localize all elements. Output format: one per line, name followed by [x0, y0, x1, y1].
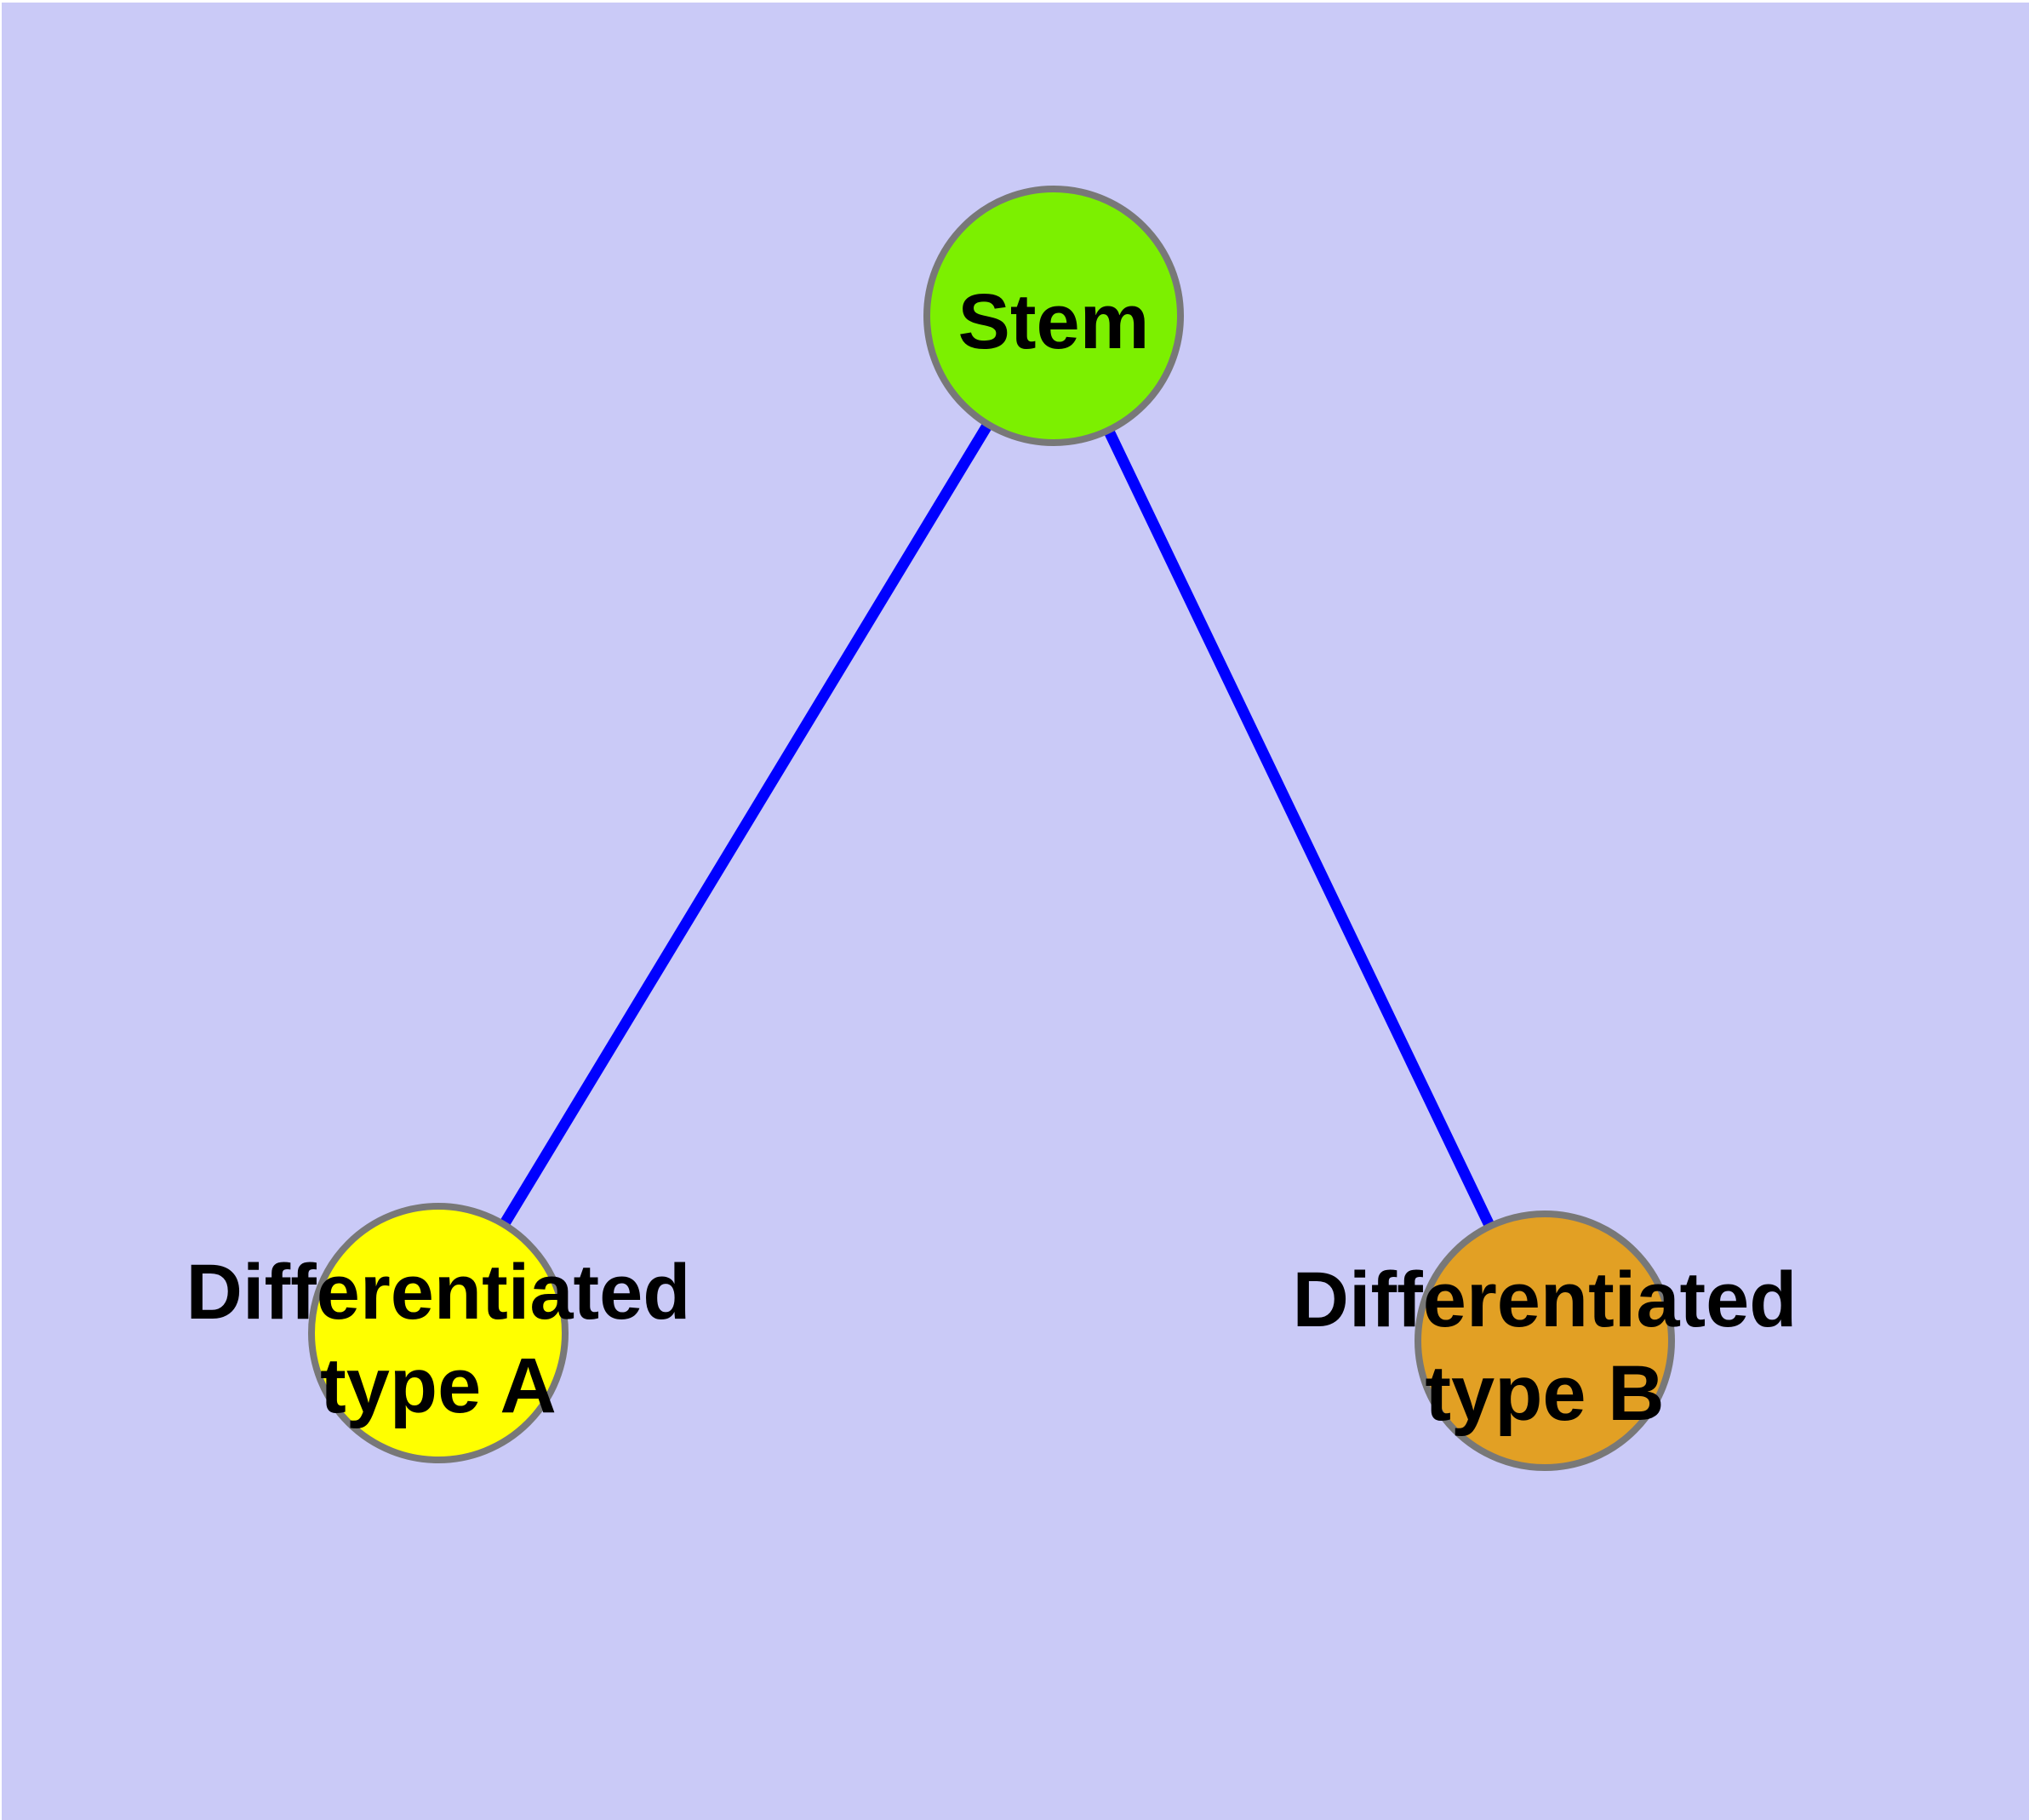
node-label-line-type-b-1: type B	[1425, 1350, 1664, 1437]
node-label-line-type-a-1: type A	[320, 1342, 557, 1429]
node-label-line-type-b-0: Differentiated	[1293, 1256, 1798, 1343]
edge-stem-type-b	[1049, 313, 1550, 1343]
node-stem[interactable]	[923, 186, 1184, 446]
node-type-a[interactable]	[308, 1203, 569, 1463]
edge-stem-type-a	[433, 312, 1059, 1336]
node-label-stem: Stem	[958, 278, 1150, 365]
node-label-line-stem-0: Stem	[958, 278, 1150, 365]
node-label-line-type-a-0: Differentiated	[186, 1249, 691, 1336]
node-type-b[interactable]	[1415, 1210, 1675, 1471]
